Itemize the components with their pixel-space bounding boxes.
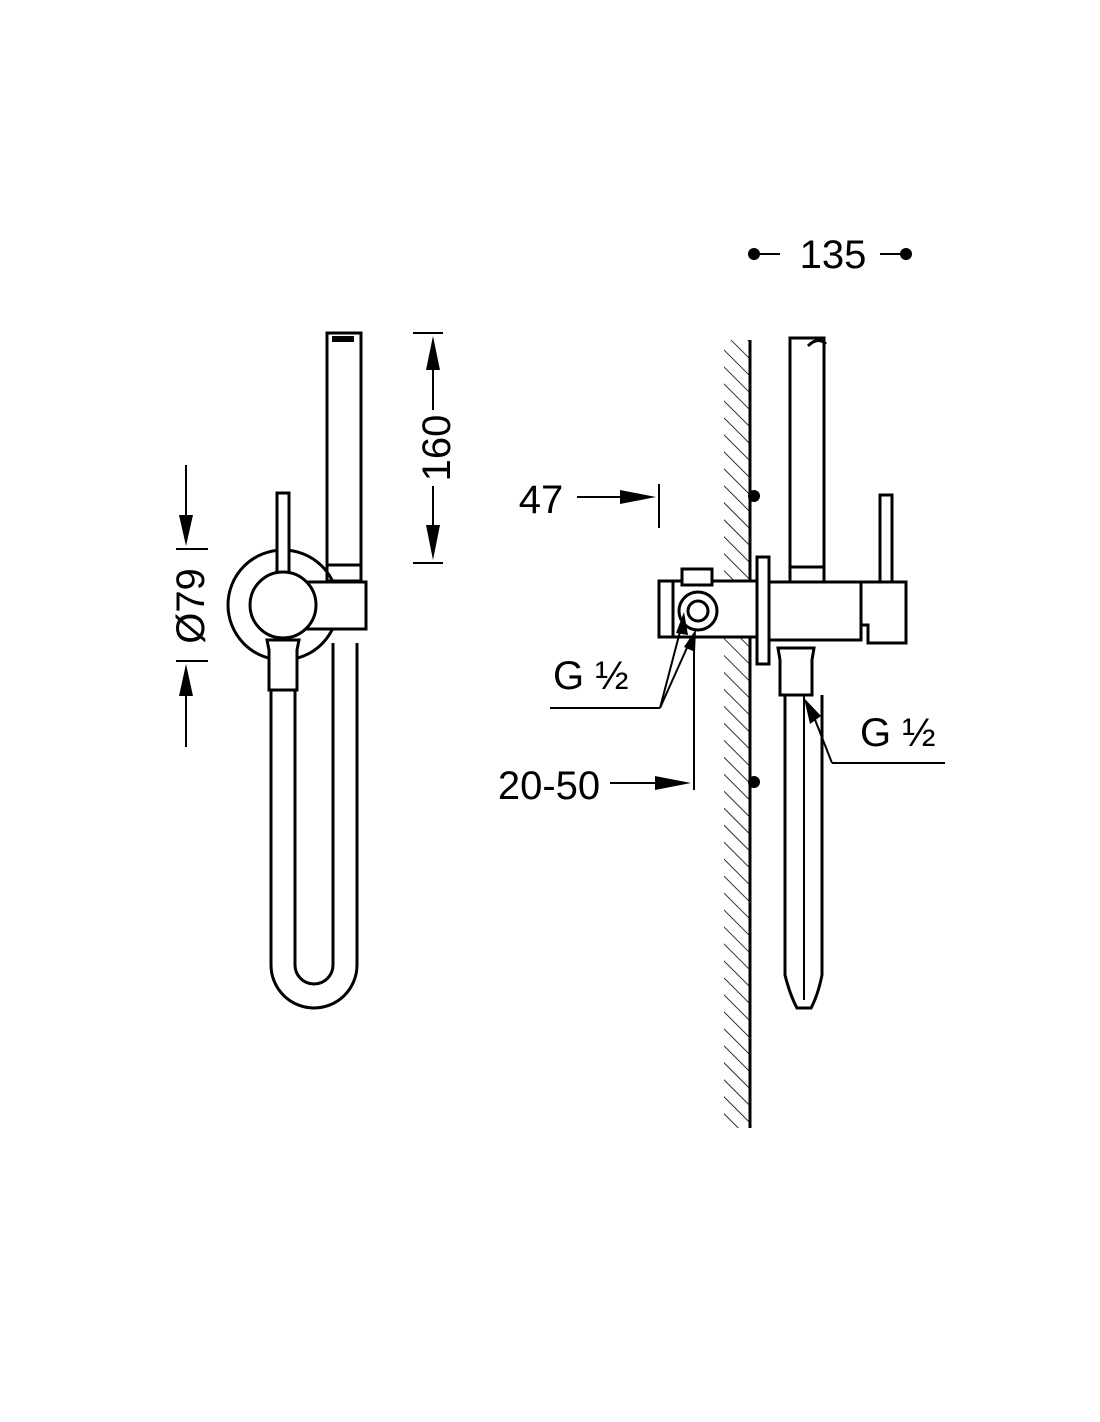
side-handset xyxy=(788,336,826,584)
front-hose-connector xyxy=(265,638,301,692)
callout-outlet-thread: G ½ xyxy=(804,698,945,764)
dimension-20-50: 20-50 xyxy=(498,645,695,808)
dim-20-50-label: 20-50 xyxy=(498,764,600,808)
arrow-down-icon xyxy=(179,515,193,546)
dim-diameter-label: Ø79 xyxy=(169,568,213,644)
callout-inlet-thread: G ½ xyxy=(550,612,696,709)
arrow-down-icon xyxy=(426,525,440,560)
side-inwall-cap xyxy=(680,567,714,587)
thread-outlet-label: G ½ xyxy=(860,711,936,755)
side-hose-connector xyxy=(776,646,816,697)
dim-160-label: 160 xyxy=(415,415,459,482)
front-knob xyxy=(248,570,318,640)
side-handset-tip xyxy=(806,339,828,348)
thread-inlet-label: G ½ xyxy=(553,654,629,698)
arrow-right-icon xyxy=(620,490,656,504)
side-inwall-side xyxy=(657,579,675,639)
arrow-up-icon xyxy=(179,664,193,696)
wall-hatch xyxy=(724,340,750,1128)
side-lever xyxy=(878,493,894,587)
dimension-height: 160 xyxy=(413,332,459,564)
side-holder-arm xyxy=(767,580,863,642)
side-view xyxy=(657,336,908,1128)
wall-marker-top xyxy=(748,490,760,502)
front-view xyxy=(226,331,368,1010)
arrow-right-icon xyxy=(655,776,691,790)
side-hose xyxy=(783,695,824,1010)
dim-47-label: 47 xyxy=(519,478,564,522)
dimension-135: 135 xyxy=(748,233,912,277)
arrow-up-icon xyxy=(426,336,440,370)
dim-135-label: 135 xyxy=(800,233,867,277)
wall-marker-bottom xyxy=(748,776,760,788)
front-hose-outer xyxy=(269,643,359,1010)
front-handset-tip xyxy=(332,336,354,342)
dimension-47: 47 xyxy=(519,478,660,528)
front-hose-inner xyxy=(293,643,335,986)
front-handset xyxy=(325,331,363,583)
dimension-diameter: Ø79 xyxy=(169,465,213,747)
side-inlet-inner xyxy=(686,599,710,623)
side-handle xyxy=(859,580,908,645)
side-escutcheon xyxy=(755,555,771,666)
